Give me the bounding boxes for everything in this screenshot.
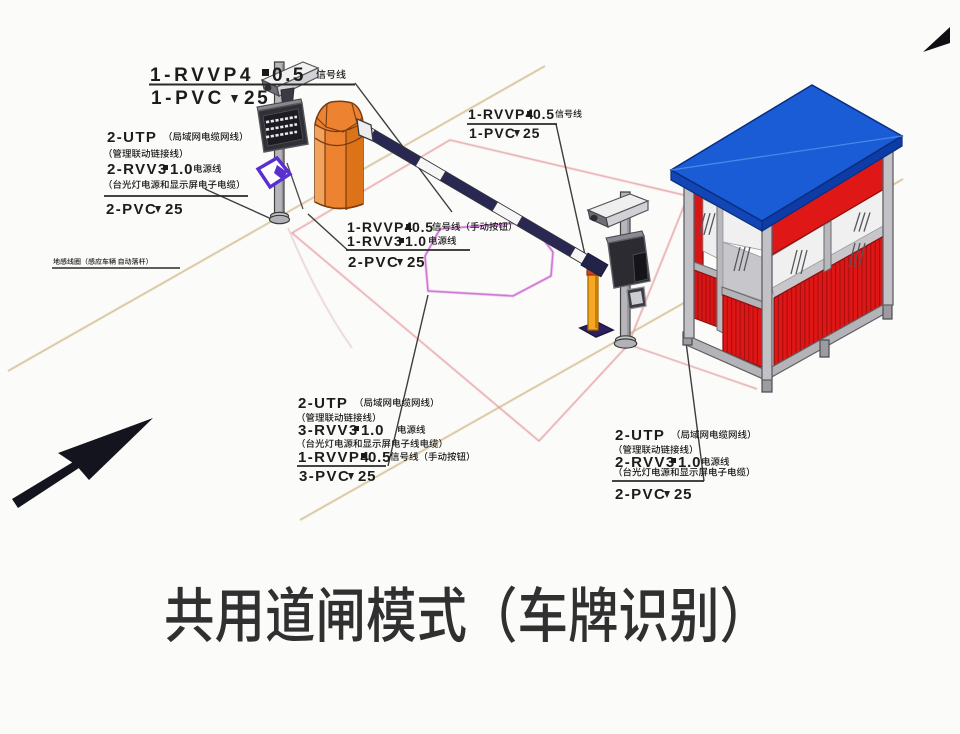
svg-text:2-UTP: 2-UTP [615,427,665,444]
svg-text:2-RVV3: 2-RVV3 [615,454,676,471]
svg-text:3-PVC: 3-PVC [299,468,350,485]
svg-text:1-PVC: 1-PVC [151,88,225,109]
svg-text:25: 25 [165,201,183,218]
svg-text:25: 25 [407,254,425,271]
svg-text:2-PVC: 2-PVC [106,201,157,218]
svg-text:1-RVVP4: 1-RVVP4 [468,106,535,122]
svg-text:2-UTP: 2-UTP [107,129,157,146]
svg-text:1.0: 1.0 [170,161,193,178]
svg-text:2-PVC: 2-PVC [615,486,666,503]
svg-text:25: 25 [358,468,376,485]
svg-text:1-RVV3: 1-RVV3 [347,233,403,249]
svg-text:3-RVV3: 3-RVV3 [298,422,359,439]
svg-text:25: 25 [523,125,540,141]
svg-text:1-RVVP4: 1-RVVP4 [298,449,370,466]
svg-text:1.0: 1.0 [405,233,427,249]
svg-text:1-RVVP4: 1-RVVP4 [347,219,414,235]
svg-text:2-PVC: 2-PVC [348,254,399,271]
svg-text:25: 25 [244,88,270,109]
svg-text:0.5: 0.5 [533,106,555,122]
svg-text:1.0: 1.0 [361,422,384,439]
svg-text:2-RVV3: 2-RVV3 [107,161,168,178]
svg-text:2-UTP: 2-UTP [298,395,348,412]
svg-text:1-PVC: 1-PVC [469,125,516,141]
svg-text:0.5: 0.5 [412,219,434,235]
svg-text:1-RVVP4: 1-RVVP4 [150,65,254,86]
svg-text:25: 25 [674,486,692,503]
svg-text:0.5: 0.5 [272,65,306,86]
svg-text:1.0: 1.0 [678,454,701,471]
svg-text:0.5: 0.5 [368,449,391,466]
